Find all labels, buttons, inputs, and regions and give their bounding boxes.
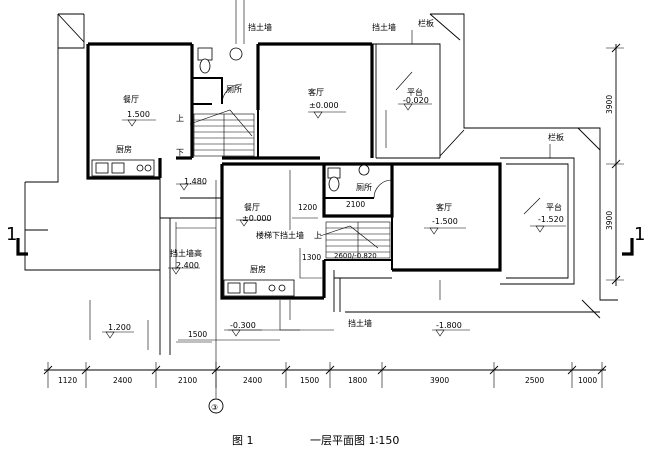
upper-dining-elev: 1.500: [127, 110, 150, 119]
inner-dim-1200: 1200: [298, 203, 317, 212]
lower-living-elev: -1.500: [432, 217, 458, 226]
inner-dimensions: [176, 217, 318, 343]
figure-title: 一层平面图 1∶150: [310, 434, 399, 447]
upper-living-name: 客厅: [308, 87, 324, 97]
lower-living-walls: [333, 162, 502, 312]
mid-dining-elev: ±0.000: [242, 214, 272, 223]
mid-kitchen-name: 厨房: [250, 264, 266, 274]
retaining-wall-top: 挡土墙: [248, 22, 272, 32]
section-marker-right: 1: [634, 224, 645, 245]
upper-stair-up: 上: [176, 114, 184, 123]
inner-dim-1500: 1500: [188, 330, 207, 339]
upper-stair-down: 下: [176, 148, 184, 157]
inner-dim-2100: 2100: [346, 200, 365, 209]
bottom-dimension-chain: [43, 362, 607, 388]
mid-kitchen-counter: [223, 279, 295, 297]
upper-terrace-name: 平台: [407, 87, 423, 97]
upper-toilet-name: 厕所: [226, 84, 242, 94]
dim-bottom-6: 3900: [430, 376, 449, 385]
elev-m0300: -0.300: [230, 321, 256, 330]
section-marker-lines: [16, 238, 634, 256]
lower-terrace-elev: -1.520: [538, 215, 564, 224]
retaining-wall-bottom: 挡土墙: [348, 318, 372, 328]
dim-right-1: 3900: [605, 211, 614, 230]
upper-terrace: [372, 30, 441, 159]
dim-bottom-3: 2400: [243, 376, 262, 385]
dim-bottom-5: 1800: [348, 376, 367, 385]
dim-bottom-0: 1120: [58, 376, 77, 385]
upper-toilet-fixtures: [197, 47, 243, 105]
inner-dim-1300: 1300: [302, 253, 321, 262]
dim-bottom-1: 2400: [113, 376, 132, 385]
upper-living-elev: ±0.000: [309, 101, 339, 110]
dim-right-0: 3900: [605, 95, 614, 114]
elev-m1800: -1.800: [436, 321, 462, 330]
figure-number: 图 1: [232, 434, 254, 447]
axis-marker: ③: [211, 403, 218, 412]
roof-outline: [24, 13, 618, 355]
dim-bottom-8: 1000: [578, 376, 597, 385]
lower-terrace: [500, 144, 575, 285]
railing-top: 栏板: [418, 18, 434, 28]
lower-stair: [319, 221, 391, 259]
section-marker-left: 1: [6, 224, 17, 245]
leader-lines: [89, 0, 441, 398]
dim-bottom-2: 2100: [178, 376, 197, 385]
elev-1480: 1.480: [184, 177, 207, 186]
elev-1200: 1.200: [108, 323, 131, 332]
under-stair-wall-label: 楼梯下挡土墙: [256, 230, 304, 240]
retaining-wall-top-right: 挡土墙: [372, 22, 396, 32]
upper-block-walls: [86, 42, 374, 180]
upper-dining-name: 餐厅: [123, 95, 139, 104]
upper-kitchen-counter: [91, 159, 155, 177]
middle-block-walls: [220, 162, 394, 300]
upper-stair: [189, 109, 255, 157]
wall-height-label: 挡土墙高: [170, 248, 202, 258]
mid-dining-name: 餐厅: [244, 203, 260, 212]
right-dimension-chain: [606, 43, 624, 286]
stair-dims: 2600/-0.820: [334, 252, 377, 260]
upper-kitchen-name: 厨房: [116, 144, 132, 154]
axis-circle: [208, 398, 224, 414]
elevation-markers: [102, 71, 566, 339]
elev-2400: 2.400: [176, 261, 199, 270]
railing-right: 栏板: [548, 132, 564, 142]
dim-bottom-7: 2500: [525, 376, 544, 385]
lower-terrace-name: 平台: [546, 202, 562, 212]
mid-toilet-fixtures: [327, 164, 393, 199]
lower-stair-up: 上: [314, 231, 322, 240]
upper-terrace-elev: -0.020: [403, 96, 429, 105]
lower-living-name: 客厅: [436, 202, 452, 212]
dim-bottom-4: 1500: [300, 376, 319, 385]
mid-toilet-name: 厕所: [356, 182, 372, 192]
